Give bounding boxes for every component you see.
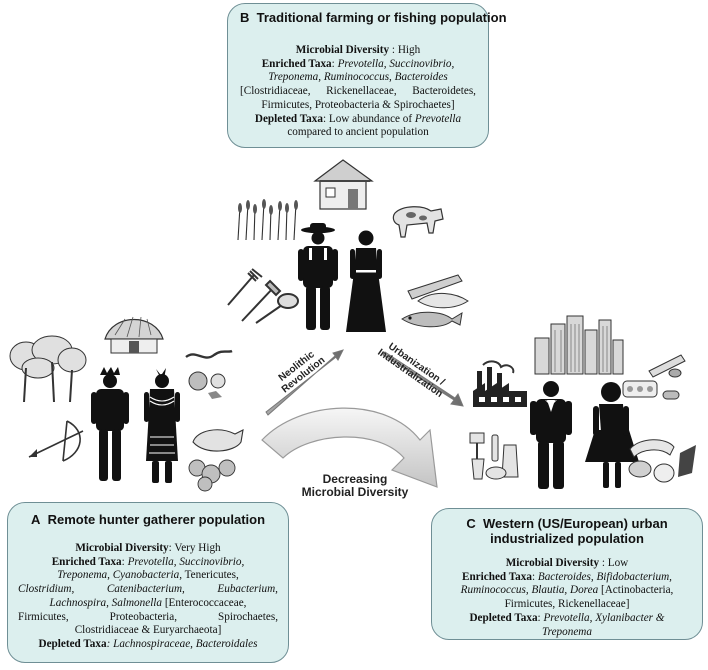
thatched-hut-icon (104, 316, 164, 354)
box-a-title: Remote hunter gatherer population (47, 512, 266, 527)
vegetables-fish-icon (401, 274, 469, 328)
enriched-label: Enriched Taxa (261, 57, 332, 70)
processed-food-icon (628, 439, 696, 483)
farm-tools-icon (227, 268, 299, 324)
city-skyline-icon (534, 315, 624, 375)
enriched-term: Bacteroidetes, (412, 85, 476, 98)
depleted-label: Depleted Taxa (38, 637, 107, 650)
forest-icon (9, 335, 87, 403)
enriched-line: Treponema, Ruminococcus, Bacteroides (268, 71, 448, 84)
enriched-line: Firmicutes, Proteobacteria & Spirochaete… (261, 98, 455, 111)
box-c-body: Microbial Diversity : Low Enriched Taxa:… (444, 557, 690, 639)
depleted-taxon: Prevotella (414, 112, 462, 125)
wild-food-icon (185, 349, 233, 399)
wheat-field-icon (237, 199, 298, 241)
bow-arrow-icon (28, 420, 84, 462)
enriched-line: Ruminococcus, Blautia, Dorea (460, 584, 599, 597)
depleted-line: compared to ancient population (287, 126, 429, 139)
box-a-letter: A (30, 512, 41, 527)
box-c-title: Western (US/European) urban (482, 516, 668, 531)
enriched-line: Treponema, Cyanobacteria, (57, 569, 182, 582)
farmhouse-icon (313, 159, 374, 210)
enriched-term: [Actinobacteria, (598, 584, 674, 597)
enriched-line: Prevotella, Succinovibrio, (127, 555, 245, 568)
box-hunter-gatherer-population: A Remote hunter gatherer population Micr… (7, 502, 289, 663)
diversity-value: : High (389, 44, 421, 56)
enriched-line: Firmicutes, Rickenellaceae] (504, 598, 630, 611)
diversity-label: Microbial Diversity (75, 542, 169, 554)
enriched-term: Firmicutes, (18, 610, 69, 623)
diversity-value: : Very High (168, 542, 221, 554)
game-animals-icon (188, 429, 244, 492)
enriched-term: Clostridium, (18, 583, 75, 596)
depleted-text: : Lachnospiraceae, Bacteroidales (106, 637, 258, 650)
enriched-term: Catenibacterium, (106, 583, 185, 596)
depleted-label: Depleted Taxa (469, 611, 538, 624)
box-b-body: Microbial Diversity : High Enriched Taxa… (240, 44, 476, 139)
diversity-label: Microbial Diversity (295, 44, 390, 56)
enriched-term: [Clostridiaceae, (240, 85, 311, 98)
box-c-letter: C (466, 516, 476, 531)
enriched-term: Spirochaetes, (218, 610, 278, 623)
box-c-title: industrialized population (490, 531, 644, 546)
western-couple-icon (530, 381, 639, 489)
farmer-couple-icon (298, 223, 386, 332)
enriched-term: [Enterococcaceae, (162, 596, 247, 609)
enriched-line: Lachnospira, Salmonella (49, 596, 163, 609)
box-b-title: Traditional farming or fishing populatio… (256, 10, 507, 25)
depleted-line: Prevotella, Xylanibacter & (543, 611, 665, 624)
box-traditional-population: B Traditional farming or fishing populat… (227, 3, 507, 148)
enriched-label: Enriched Taxa (51, 555, 122, 568)
enriched-term: Tenericutes, (184, 569, 239, 582)
decreasing-diversity-label: Decreasing Microbial Diversity (301, 472, 409, 499)
box-b-letter: B (240, 10, 250, 25)
enriched-term: Rickenellaceae, (326, 85, 397, 98)
enriched-line: Bacteroides, Bifidobacterium, (537, 570, 672, 583)
depleted-text: : Low abundance of (322, 112, 415, 125)
box-western-population: C Western (US/European) urban industrial… (431, 508, 703, 640)
hygiene-products-icon (469, 432, 519, 480)
hunter-gatherer-couple-icon (91, 367, 180, 483)
diversity-value: : Low (599, 557, 629, 569)
depleted-line: Treponema (542, 625, 592, 638)
cow-icon (392, 206, 444, 238)
enriched-term: Proteobacteria, (109, 610, 178, 623)
enriched-line: Prevotella, Succinovibrio, (337, 57, 455, 70)
depleted-label: Depleted Taxa (254, 112, 323, 125)
diversity-label: Microbial Diversity (505, 557, 600, 569)
box-a-body: Microbial Diversity: Very High Enriched … (18, 542, 278, 650)
enriched-term: Eubacterium, (217, 583, 278, 596)
medicine-pills-icon (622, 354, 686, 400)
enriched-line: Clostridiaceae & Euryarchaeota] (74, 624, 222, 637)
enriched-label: Enriched Taxa (462, 570, 532, 583)
factory-icon (473, 360, 527, 407)
